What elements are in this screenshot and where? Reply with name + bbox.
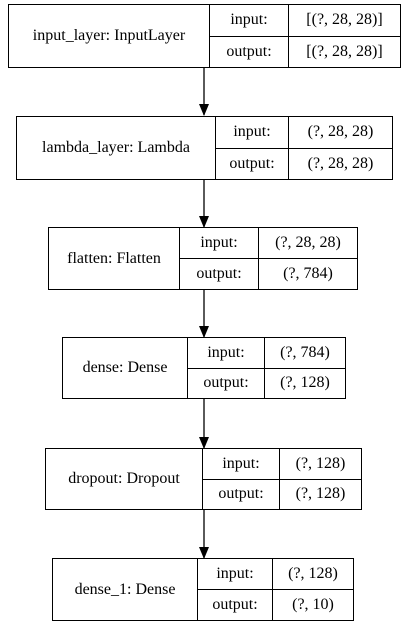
output-label: output: bbox=[180, 259, 259, 289]
output-label: output: bbox=[188, 368, 265, 398]
input-label: input: bbox=[188, 338, 265, 368]
input-shape: (?, 784) bbox=[280, 343, 330, 361]
layer-name: dropout: Dropout bbox=[46, 449, 203, 509]
layer-name: input_layer: InputLayer bbox=[9, 5, 210, 67]
input-row: input: (?, 128) bbox=[198, 559, 353, 589]
layer-node-input-layer: input_layer: InputLayer input: [(?, 28, … bbox=[8, 4, 401, 68]
output-shape: (?, 128) bbox=[295, 485, 346, 503]
output-row: output: (?, 128) bbox=[203, 478, 361, 509]
input-label: input: bbox=[198, 559, 273, 589]
input-label: input: bbox=[210, 5, 289, 36]
output-shape: [(?, 28, 28)] bbox=[306, 42, 383, 60]
layer-ports: input: (?, 128) output: (?, 128) bbox=[203, 449, 361, 509]
layer-name: dense_1: Dense bbox=[53, 559, 198, 620]
layer-name: dense: Dense bbox=[63, 338, 188, 398]
output-shape: (?, 128) bbox=[280, 374, 330, 392]
output-label: output: bbox=[216, 148, 289, 179]
output-row: output: [(?, 28, 28)] bbox=[210, 35, 400, 67]
input-label: input: bbox=[203, 449, 280, 479]
output-shape: (?, 784) bbox=[283, 265, 333, 282]
output-row: output: (?, 128) bbox=[188, 367, 345, 398]
layer-ports: input: (?, 128) output: (?, 10) bbox=[198, 559, 353, 620]
layer-node-dense: dense: Dense input: (?, 784) output: (?,… bbox=[62, 337, 346, 399]
input-row: input: (?, 28, 28) bbox=[180, 228, 357, 258]
output-label: output: bbox=[210, 36, 289, 67]
input-row: input: (?, 784) bbox=[188, 338, 345, 368]
input-shape: (?, 28, 28) bbox=[275, 234, 341, 251]
layer-ports: input: [(?, 28, 28)] output: [(?, 28, 28… bbox=[210, 5, 400, 67]
layer-ports: input: (?, 28, 28) output: (?, 28, 28) bbox=[216, 117, 392, 179]
layer-node-flatten: flatten: Flatten input: (?, 28, 28) outp… bbox=[48, 227, 358, 290]
input-row: input: [(?, 28, 28)] bbox=[210, 5, 400, 36]
output-label: output: bbox=[198, 590, 273, 620]
layer-ports: input: (?, 28, 28) output: (?, 784) bbox=[180, 228, 357, 289]
layer-name: flatten: Flatten bbox=[49, 228, 180, 289]
layer-name: lambda_layer: Lambda bbox=[17, 117, 216, 179]
layer-node-dropout: dropout: Dropout input: (?, 128) output:… bbox=[45, 448, 362, 510]
layer-ports: input: (?, 784) output: (?, 128) bbox=[188, 338, 345, 398]
output-row: output: (?, 10) bbox=[198, 589, 353, 620]
output-shape: (?, 10) bbox=[292, 596, 334, 613]
output-label: output: bbox=[203, 479, 280, 509]
input-shape: (?, 128) bbox=[295, 454, 346, 472]
output-row: output: (?, 28, 28) bbox=[216, 147, 392, 179]
layer-node-dense-1: dense_1: Dense input: (?, 128) output: (… bbox=[52, 558, 354, 621]
output-row: output: (?, 784) bbox=[180, 258, 357, 289]
input-row: input: (?, 28, 28) bbox=[216, 117, 392, 148]
input-shape: (?, 128) bbox=[288, 565, 338, 582]
output-shape: (?, 28, 28) bbox=[307, 154, 374, 172]
input-shape: [(?, 28, 28)] bbox=[306, 11, 383, 29]
input-label: input: bbox=[180, 228, 259, 258]
input-shape: (?, 28, 28) bbox=[307, 123, 374, 141]
input-label: input: bbox=[216, 117, 289, 148]
input-row: input: (?, 128) bbox=[203, 449, 361, 479]
layer-node-lambda-layer: lambda_layer: Lambda input: (?, 28, 28) … bbox=[16, 116, 393, 180]
